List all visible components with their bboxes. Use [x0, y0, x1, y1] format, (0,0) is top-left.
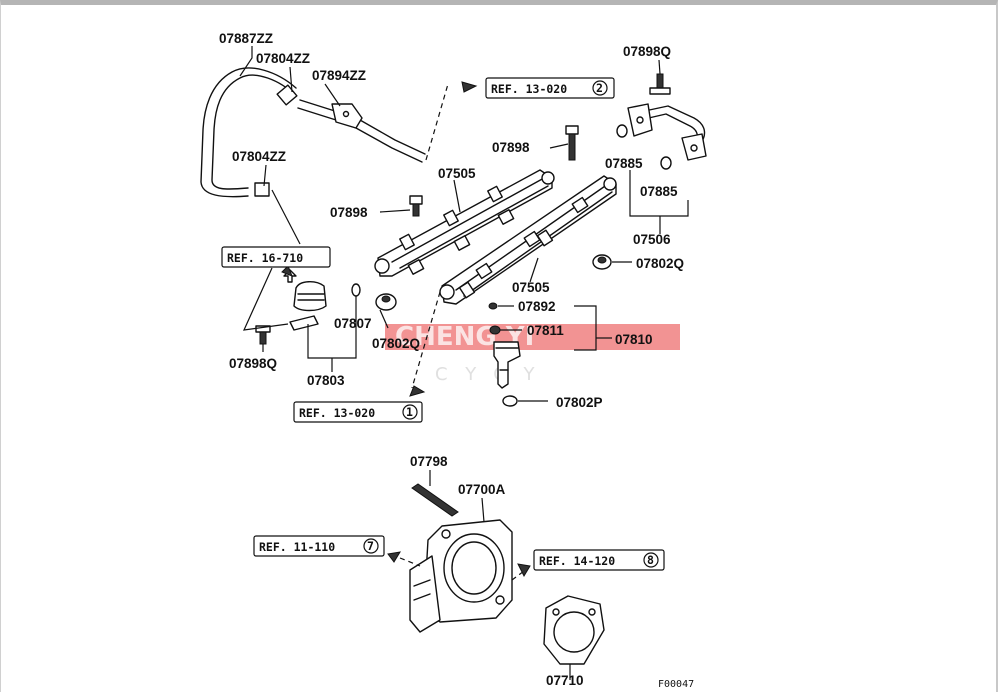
fuel-pipe[interactable]: [297, 99, 426, 163]
part-label-07898-upper: 07898: [492, 140, 530, 155]
ref-box-14-120-8[interactable]: REF. 14-120 8: [533, 549, 665, 571]
ref-text: REF. 13-020: [299, 406, 375, 420]
part-label-07807: 07807: [334, 316, 372, 331]
part-label-07898-lower: 07898: [330, 205, 368, 220]
figure-code: F00047: [658, 679, 694, 690]
part-label-07803: 07803: [307, 373, 345, 388]
bolt-07798[interactable]: [411, 483, 459, 517]
ref-num: 7: [367, 539, 374, 553]
part-label-07798: 07798: [410, 454, 448, 469]
part-label-07802P: 07802P: [556, 395, 603, 410]
part-label-07898Q-upper: 07898Q: [623, 44, 671, 59]
ref-box-11-110-7[interactable]: REF. 11-110 7: [253, 535, 385, 557]
ref-text: REF. 14-120: [539, 554, 615, 568]
watermark-sub: CYCY: [435, 364, 553, 385]
leader-lines: [239, 46, 689, 680]
watermark: CHENG YI CYCY: [385, 322, 680, 385]
ref-text: REF. 13-020: [491, 82, 567, 96]
ref-text: REF. 16-710: [227, 251, 303, 265]
throttle-body[interactable]: [409, 519, 513, 633]
ref-box-13-020-2[interactable]: REF. 13-020 2: [485, 77, 615, 99]
ref-arrows: [281, 81, 531, 578]
part-label-07804ZZ-upper: 07804ZZ: [256, 51, 310, 66]
part-label-07894ZZ: 07894ZZ: [312, 68, 366, 83]
ref-num: 1: [406, 405, 413, 419]
part-label-07802Q-left: 07802Q: [372, 336, 420, 351]
part-label-07887ZZ: 07887ZZ: [219, 31, 273, 46]
ref-text: REF. 11-110: [259, 540, 335, 554]
bolt-07898-upper[interactable]: [565, 125, 579, 161]
part-label-07885-b: 07885: [640, 184, 678, 199]
part-label-07710: 07710: [546, 673, 584, 688]
ref-box-13-020-1[interactable]: REF. 13-020 1: [293, 401, 423, 423]
part-label-07700A: 07700A: [458, 482, 506, 497]
ref-num: 2: [596, 81, 603, 95]
part-label-07802Q-right: 07802Q: [636, 256, 684, 271]
cushion-07802Q-left[interactable]: [375, 293, 397, 311]
bolt-07898Q-lower[interactable]: [255, 325, 271, 345]
ref-num: 8: [647, 553, 654, 567]
delivery-pipe-upper[interactable]: [616, 103, 707, 170]
cushion-07802Q-right[interactable]: [592, 254, 612, 270]
fuel-injector[interactable]: [488, 302, 521, 407]
fuel-rail-left[interactable]: [374, 169, 555, 277]
part-label-07885-a: 07885: [605, 156, 643, 171]
part-label-07505-lower: 07505: [512, 280, 550, 295]
throttle-gasket[interactable]: [543, 595, 605, 665]
part-label-07506: 07506: [633, 232, 671, 247]
part-label-07804ZZ-lower: 07804ZZ: [232, 149, 286, 164]
part-labels: 07887ZZ 07804ZZ 07894ZZ 07804ZZ 07898Q 0…: [219, 31, 694, 690]
part-label-07898Q-lower: 07898Q: [229, 356, 277, 371]
part-label-07505-upper: 07505: [438, 166, 476, 181]
part-label-07810: 07810: [615, 332, 653, 347]
part-label-07892: 07892: [518, 299, 556, 314]
part-label-07811: 07811: [527, 323, 564, 338]
fuel-rail-right[interactable]: [439, 175, 617, 305]
bolt-07898Q-upper[interactable]: [649, 73, 671, 95]
fuel-hose[interactable]: [200, 67, 298, 198]
ref-box-16-710[interactable]: REF. 16-710: [221, 246, 331, 268]
bolt-07898-lower[interactable]: [409, 195, 423, 217]
